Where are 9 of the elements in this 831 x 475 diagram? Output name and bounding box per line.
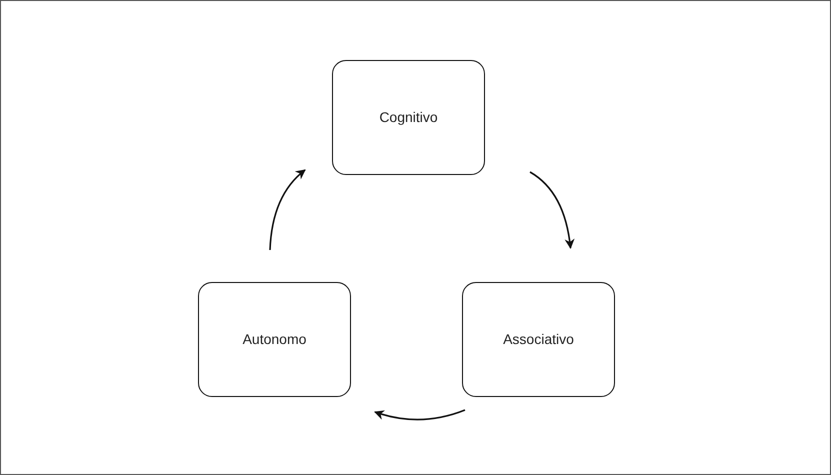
stage-label: Cognitivo bbox=[379, 108, 438, 127]
stage-label: Autonomo bbox=[242, 330, 306, 349]
curved-arrow bbox=[269, 169, 306, 250]
stage-box bbox=[198, 282, 351, 397]
stage-label: Associativo bbox=[503, 330, 574, 349]
curved-arrow bbox=[530, 171, 574, 249]
curved-arrow bbox=[374, 409, 466, 420]
stage-box bbox=[462, 282, 615, 397]
stage-box bbox=[332, 60, 485, 175]
